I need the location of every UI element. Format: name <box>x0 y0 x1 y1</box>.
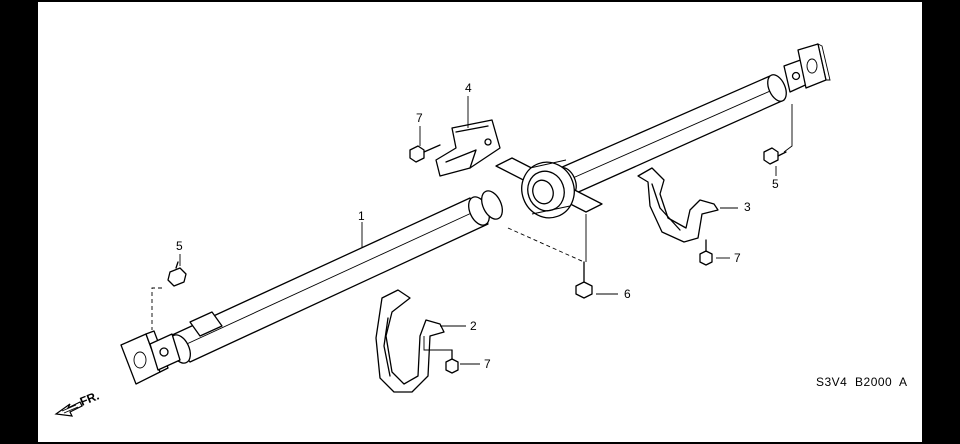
rear-shaft-tube <box>557 74 787 195</box>
callout-1: 1 <box>358 209 365 223</box>
front-shaft-tube <box>169 190 503 364</box>
callout-5-rear: 5 <box>772 177 779 191</box>
bolt-6 <box>575 261 593 299</box>
bolt-7-right <box>699 239 713 266</box>
rear-flange-yoke <box>783 43 831 93</box>
shaft-guard-bracket-2 <box>375 289 445 393</box>
callout-7-right: 7 <box>734 251 741 265</box>
diagram-code: S3V4 B2000 <box>816 375 892 389</box>
callout-7-lower: 7 <box>484 357 491 371</box>
diagram-revision: A <box>899 375 908 389</box>
bolt-7-lower <box>445 349 459 374</box>
bolt-7-upper <box>409 144 441 163</box>
callout-5-front: 5 <box>176 239 183 253</box>
center-bearing-assembly <box>495 157 603 219</box>
bolt-5-front <box>167 261 187 287</box>
callout-4: 4 <box>465 81 472 95</box>
callout-3: 3 <box>744 200 751 214</box>
leader-lines <box>151 96 793 365</box>
bolt-5-rear <box>763 147 787 165</box>
direction-label: FR. <box>78 389 101 409</box>
diagram-frame: 1 2 3 4 5 5 6 7 7 7 FR. S3V4 B2000 A <box>38 2 922 442</box>
shaft-guard-bracket-3 <box>637 167 719 243</box>
callout-7-upper: 7 <box>416 111 423 125</box>
front-direction-arrow <box>54 401 83 417</box>
callout-6: 6 <box>624 287 631 301</box>
front-flange-yoke <box>120 330 181 385</box>
heat-shield-bracket-4 <box>435 119 501 177</box>
propeller-shaft-exploded-view: 1 2 3 4 5 5 6 7 7 7 FR. S3V4 B2000 A <box>54 43 908 417</box>
callout-2: 2 <box>470 319 477 333</box>
